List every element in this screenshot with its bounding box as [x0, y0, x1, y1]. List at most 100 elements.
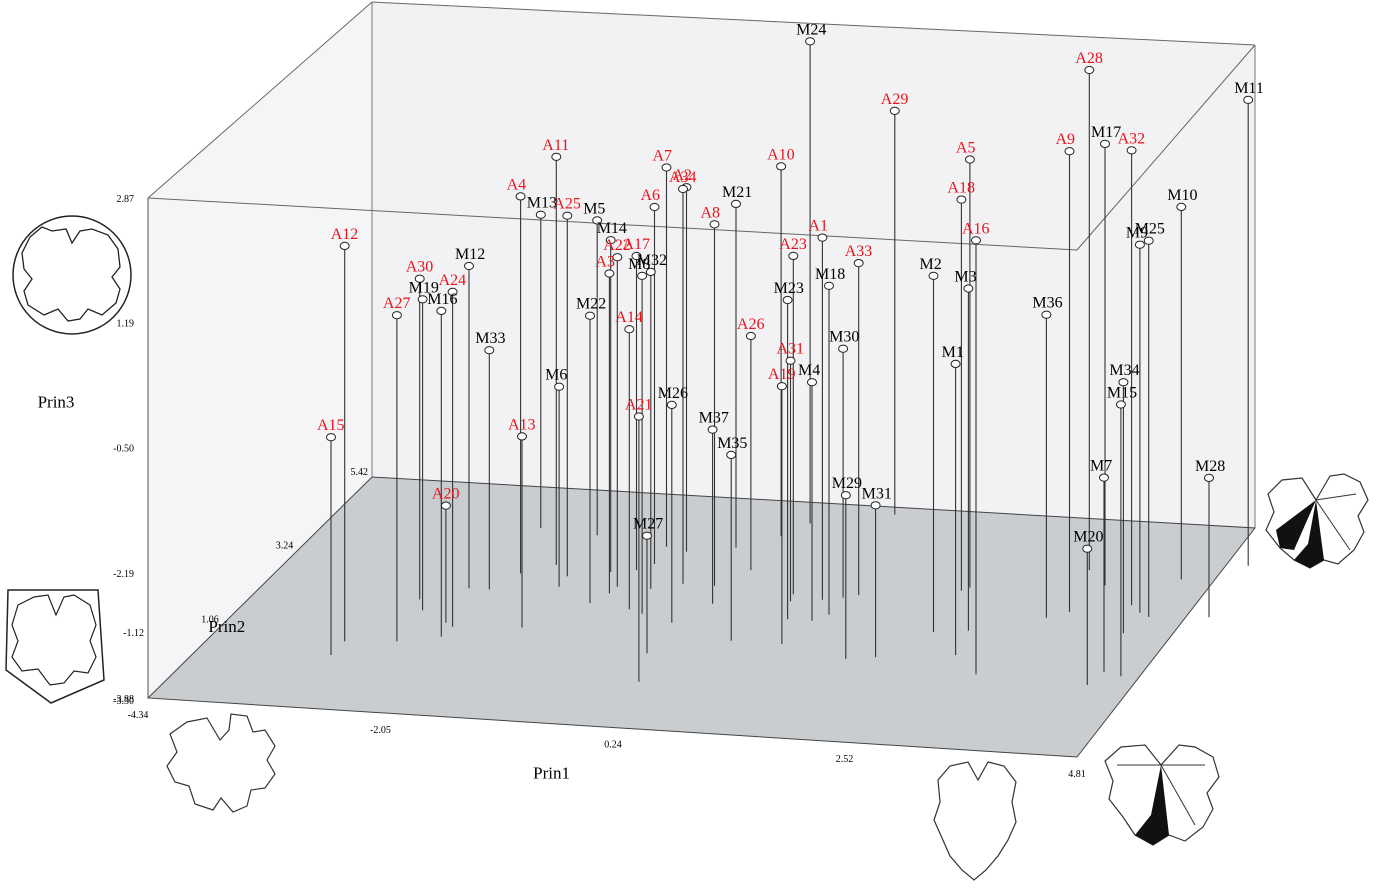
point-label-M23: M23	[774, 280, 804, 297]
point-label-A30: A30	[406, 259, 434, 276]
point-marker-M33[interactable]	[484, 346, 495, 355]
point-marker-M15[interactable]	[1115, 400, 1126, 409]
pentagonal-leaf-icon	[5, 589, 105, 704]
point-marker-M16[interactable]	[436, 306, 447, 315]
point-marker-M36[interactable]	[1041, 310, 1052, 319]
point-marker-A4[interactable]	[515, 192, 526, 201]
point-label-A22: A22	[603, 237, 631, 254]
point-marker-M10[interactable]	[1176, 202, 1187, 211]
point-marker-M3[interactable]	[963, 284, 974, 293]
point-marker-M25[interactable]	[1143, 236, 1154, 245]
point-marker-A10[interactable]	[776, 162, 787, 171]
point-marker-M27[interactable]	[642, 531, 652, 540]
point-marker-M31[interactable]	[870, 501, 881, 510]
point-marker-A22[interactable]	[612, 253, 623, 262]
y-tick-label: 5.42	[351, 467, 369, 478]
point-label-A24: A24	[439, 272, 467, 289]
point-marker-M37[interactable]	[707, 425, 718, 434]
point-marker-A9[interactable]	[1064, 147, 1075, 156]
point-marker-A29[interactable]	[889, 106, 900, 115]
point-marker-M26[interactable]	[666, 400, 677, 409]
point-marker-A3[interactable]	[604, 269, 615, 278]
point-marker-M17[interactable]	[1100, 139, 1110, 148]
point-marker-M2[interactable]	[928, 271, 939, 280]
point-marker-A14[interactable]	[624, 325, 635, 334]
point-marker-A27[interactable]	[391, 311, 402, 320]
point-label-M33: M33	[475, 330, 505, 347]
point-marker-M19[interactable]	[417, 295, 428, 304]
point-marker-M21[interactable]	[731, 199, 741, 208]
point-marker-M11[interactable]	[1243, 95, 1254, 104]
point-marker-A26[interactable]	[745, 331, 756, 341]
point-label-A19: A19	[768, 366, 796, 383]
point-marker-A15[interactable]	[326, 433, 336, 442]
point-marker-A19[interactable]	[776, 382, 787, 391]
point-marker-A18[interactable]	[956, 195, 967, 204]
point-marker-A11[interactable]	[551, 152, 562, 161]
point-label-A33: A33	[845, 243, 873, 260]
point-marker-A31[interactable]	[785, 356, 796, 365]
round-lobed-leaf-icon	[12, 215, 132, 335]
point-marker-M4[interactable]	[807, 378, 817, 387]
point-marker-A16[interactable]	[971, 236, 981, 245]
point-marker-A13[interactable]	[517, 432, 527, 441]
shaded-lobed-leaf-icon-right	[1265, 473, 1369, 569]
point-marker-A23[interactable]	[788, 251, 799, 260]
point-marker-A8[interactable]	[709, 220, 720, 229]
point-marker-M23[interactable]	[782, 295, 793, 305]
point-marker-M28[interactable]	[1204, 473, 1214, 482]
point-label-A7: A7	[653, 148, 673, 165]
point-label-M4: M4	[798, 362, 820, 379]
x-axis-title: Prin1	[533, 764, 570, 783]
point-label-M30: M30	[829, 329, 859, 346]
y-tick-label: 1.06	[201, 614, 219, 625]
point-label-M31: M31	[862, 485, 892, 502]
point-marker-A34[interactable]	[678, 184, 688, 194]
z-tick-label: -2.19	[113, 569, 134, 580]
point-marker-A21[interactable]	[633, 412, 644, 421]
point-marker-A1[interactable]	[817, 233, 828, 242]
point-label-A32: A32	[1118, 130, 1146, 147]
point-label-M8: M8	[628, 256, 650, 273]
z-floor-tick-label: -3.30	[113, 696, 134, 707]
point-marker-A24[interactable]	[447, 287, 458, 296]
point-marker-M7[interactable]	[1099, 473, 1109, 482]
point-label-M35: M35	[717, 435, 747, 452]
point-marker-A32[interactable]	[1126, 146, 1137, 155]
point-marker-M29[interactable]	[840, 491, 851, 500]
point-marker-A17[interactable]	[631, 251, 642, 261]
point-marker-A12[interactable]	[339, 241, 350, 250]
point-marker-M8[interactable]	[637, 271, 648, 280]
point-marker-A20[interactable]	[440, 501, 451, 510]
point-marker-M14[interactable]	[605, 236, 616, 245]
point-marker-M22[interactable]	[585, 311, 595, 320]
point-marker-A33[interactable]	[853, 259, 864, 268]
point-marker-M32[interactable]	[645, 267, 656, 276]
point-label-A18: A18	[947, 180, 975, 197]
point-marker-M24[interactable]	[805, 37, 816, 46]
point-marker-A7[interactable]	[661, 163, 672, 172]
point-marker-M1[interactable]	[950, 359, 961, 368]
point-label-A16: A16	[962, 220, 990, 237]
point-label-M26: M26	[658, 385, 688, 402]
point-label-M19: M19	[409, 279, 439, 296]
point-marker-M9[interactable]	[1134, 240, 1145, 249]
point-marker-M12[interactable]	[464, 261, 474, 271]
point-marker-M6[interactable]	[554, 382, 565, 391]
point-marker-M20[interactable]	[1082, 544, 1093, 553]
point-marker-M34[interactable]	[1118, 378, 1129, 387]
point-marker-M5[interactable]	[592, 216, 603, 225]
point-label-A25: A25	[553, 196, 581, 213]
point-marker-A28[interactable]	[1084, 65, 1095, 75]
point-marker-A6[interactable]	[649, 202, 660, 212]
point-label-M5: M5	[583, 200, 605, 217]
point-marker-A5[interactable]	[964, 155, 975, 164]
point-marker-M30[interactable]	[838, 344, 849, 353]
point-marker-M18[interactable]	[824, 281, 834, 290]
point-marker-M13[interactable]	[535, 210, 546, 219]
point-marker-A30[interactable]	[414, 274, 425, 283]
point-label-A4: A4	[507, 176, 527, 193]
point-label-M11: M11	[1234, 80, 1264, 97]
point-marker-M35[interactable]	[726, 450, 737, 459]
point-marker-A25[interactable]	[562, 211, 573, 220]
